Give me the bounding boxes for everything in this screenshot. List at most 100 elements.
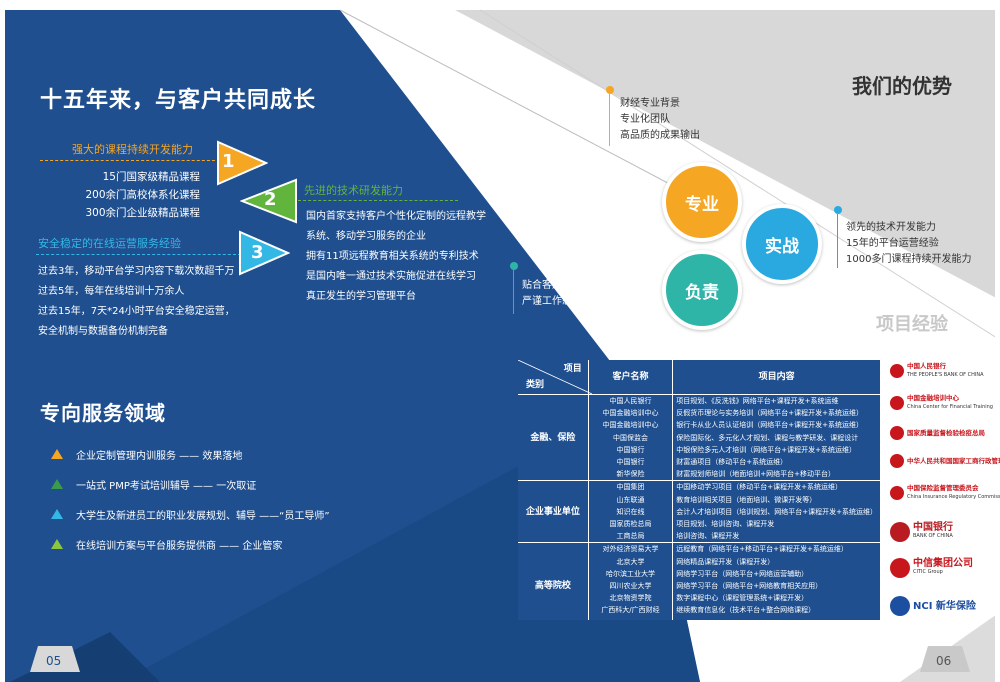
table-row: 中国银行财富通项目（移动平台+系统运维） xyxy=(518,456,880,469)
table-row: 中国保监会保险国际化、多元化人才规划、课程与教学研发、课程设计 xyxy=(518,431,880,444)
pin-line-fuze xyxy=(513,270,514,314)
client-cell: 中国银行 xyxy=(588,443,674,457)
item2-line: 真正发生的学习管理平台 xyxy=(306,291,416,302)
client-cell: …… xyxy=(588,616,674,620)
item3-line: 过去5年，每年在线培训十万余人 xyxy=(38,286,185,297)
item2-line: 系统、移动学习服务的企业 xyxy=(306,231,426,242)
content-cell: 项目规划、《反洗钱》网络平台+课程开发+系统运维 xyxy=(676,397,839,405)
page-number-left: 05 xyxy=(46,654,62,668)
client-cell: 中国金融培训中心 xyxy=(588,419,674,432)
client-cell: 北京大学 xyxy=(588,555,674,568)
circle-shizhan-label: 实战 xyxy=(765,236,799,257)
client-cell: 国家质检总局 xyxy=(588,518,674,531)
client-cell: 哈尔滨工业大学 xyxy=(588,567,674,581)
client-logo: 中国人民银行 THE PEOPLE'S BANK OF CHINA xyxy=(890,362,984,380)
table-row: 哈尔滨工业大学网络学习平台（网络平台+网络运营辅助） xyxy=(518,567,880,581)
logo-emblem-icon xyxy=(890,522,910,542)
item1-lines: 15门国家级精品课程 200余门高校体系化课程 300余门企业级精品课程 xyxy=(80,168,200,222)
logo-emblem-icon xyxy=(890,426,904,440)
table-row: 北京物资学院数字课程中心（课程管理系统+课程开发） xyxy=(518,592,880,605)
note-fuze-line: 贴合客户需求，提升客户需求 xyxy=(522,280,652,291)
client-logo: 中华人民共和国国家工商行政管理总局 xyxy=(890,454,1000,468)
item3-line: 安全机制与数据备份机制完备 xyxy=(38,326,168,337)
content-cell: 远程教育（网络平台+移动平台+课程开发+系统运维） xyxy=(676,545,848,554)
item2-underline xyxy=(298,200,458,201)
logo-name: 中国金融培训中心 xyxy=(907,394,959,402)
content-cell: 继续教育信息化（技术平台+整合网络课程） xyxy=(676,606,816,615)
content-cell: 项目规划、培训咨询、课程开发 xyxy=(676,520,775,529)
circle-fuze-label: 负责 xyxy=(685,282,719,303)
right-page-title: 我们的优势 xyxy=(852,74,952,98)
table-row: 新华保险财富规划师培训（地面培训+网络平台+移动平台） xyxy=(518,468,880,482)
client-cell: 北京物资学院 xyxy=(588,592,674,605)
corner-top-label: 项目 xyxy=(563,364,582,374)
logo-name: 中华人民共和国国家工商行政管理总局 xyxy=(907,456,1000,465)
logo-emblem-icon xyxy=(890,558,910,578)
project-table: 项目 类别 客户名称 项目内容 金融、保险中国人民银行项目规划、《反洗钱》网络平… xyxy=(518,360,880,620)
item2-number-marker xyxy=(240,178,297,224)
content-cell: 会计人才培训项目（培训规划、网络平台+课程开发+系统运维） xyxy=(676,507,877,516)
note-zhuanye-line: 高品质的成果输出 xyxy=(620,130,700,141)
service-text: 企业定制管理内训服务 —— 效果落地 xyxy=(76,450,243,462)
client-cell: 中国集团 xyxy=(588,480,674,494)
service-text: 一站式 PMP考试培训辅导 —— 一次取证 xyxy=(76,480,257,492)
item3-number-marker xyxy=(239,230,290,276)
circle-fuze: 负责 xyxy=(662,250,742,330)
logo-text: 中华人民共和国国家工商行政管理总局 xyxy=(907,457,1000,466)
service-title: 专向服务领域 xyxy=(40,401,166,425)
category-cell: 金融、保险 xyxy=(518,394,589,482)
client-cell: 中国银行 xyxy=(588,456,674,469)
client-cell: 中国金融培训中心 xyxy=(588,407,674,420)
logo-text: 国家质量监督检验检疫总局 xyxy=(907,429,985,438)
table-row: 山东联通教育培训相关项目（地面培训、微课开发等） xyxy=(518,493,880,506)
col-content-header: 项目内容 xyxy=(672,360,880,395)
item3-number: 3 xyxy=(251,242,264,263)
table-row: 金融、保险中国人民银行项目规划、《反洗钱》网络平台+课程开发+系统运维 xyxy=(518,394,880,482)
circle-zhuanye-label: 专业 xyxy=(685,194,719,215)
logo-emblem-icon xyxy=(890,454,904,468)
pin-shizhan xyxy=(834,206,842,214)
note-shizhan: 领先的技术开发能力 15年的平台运营经验 1000多门课程持续开发能力 xyxy=(846,220,971,268)
corner-bottom-label: 类别 xyxy=(526,380,545,390)
content-cell: 财富通项目（移动平台+系统运维） xyxy=(676,458,788,467)
logo-name: 中国人民银行 xyxy=(907,362,946,370)
table-header-row: 项目 类别 客户名称 项目内容 xyxy=(518,360,880,395)
triangle-bullet-icon xyxy=(51,449,63,459)
circle-zhuanye: 专业 xyxy=(662,162,742,242)
logo-name: 中国银行 xyxy=(913,522,953,533)
pin-line-zhuanye xyxy=(609,94,610,146)
logo-text: 中国人民银行 THE PEOPLE'S BANK OF CHINA xyxy=(907,362,984,380)
logo-subtitle: THE PEOPLE'S BANK OF CHINA xyxy=(907,372,984,378)
item3-heading: 安全稳定的在线运营服务经验 xyxy=(38,237,181,250)
table-row: 中国银行中银保险多元人才培训（网络平台+课程开发+系统运维） xyxy=(518,443,880,457)
content-cell: 保险国际化、多元化人才规划、课程与教学研发、课程设计 xyxy=(676,433,859,442)
triangle-bullet-icon xyxy=(51,509,63,519)
table-row: 北京大学网络精品课程开发（课程开发） xyxy=(518,555,880,568)
logo-name: 中国保险监督管理委员会 xyxy=(907,484,979,492)
item1-number: 1 xyxy=(222,151,235,172)
project-table-wrap: 项目 类别 客户名称 项目内容 金融、保险中国人民银行项目规划、《反洗钱》网络平… xyxy=(518,360,880,620)
note-shizhan-line: 15年的平台运营经验 xyxy=(846,238,939,249)
item3-line: 过去3年，移动平台学习内容下载次数超千万 xyxy=(38,266,235,277)
service-item: 在线培训方案与平台服务提供商 —— 企业管家 xyxy=(50,536,330,552)
client-cell: 工商总局 xyxy=(588,530,674,544)
corner-diagonal xyxy=(518,360,592,394)
logo-subtitle: China Center for Financial Training xyxy=(907,404,993,410)
client-cell: 知识在线 xyxy=(588,505,674,519)
logo-emblem-icon xyxy=(890,596,910,616)
triangle-bullet-icon xyxy=(51,539,63,549)
table-corner-cell: 项目 类别 xyxy=(518,360,592,395)
content-cell: 中银保险多元人才培训（网络平台+课程开发+系统运维） xyxy=(676,445,856,454)
item3-underline xyxy=(36,254,241,255)
table-row: 国家质检总局项目规划、培训咨询、课程开发 xyxy=(518,518,880,531)
pin-fuze xyxy=(510,262,518,270)
service-list: 企业定制管理内训服务 —— 效果落地 一站式 PMP考试培训辅导 —— 一次取证… xyxy=(50,446,330,552)
content-cell: 银行卡从业人员认证培训（网络平台+课程开发+系统运维） xyxy=(676,421,863,430)
item3-lines: 过去3年，移动平台学习内容下载次数超千万 过去5年，每年在线培训十万余人 过去1… xyxy=(38,262,235,342)
logo-emblem-icon xyxy=(890,486,904,500)
item1-number-marker xyxy=(217,140,268,186)
